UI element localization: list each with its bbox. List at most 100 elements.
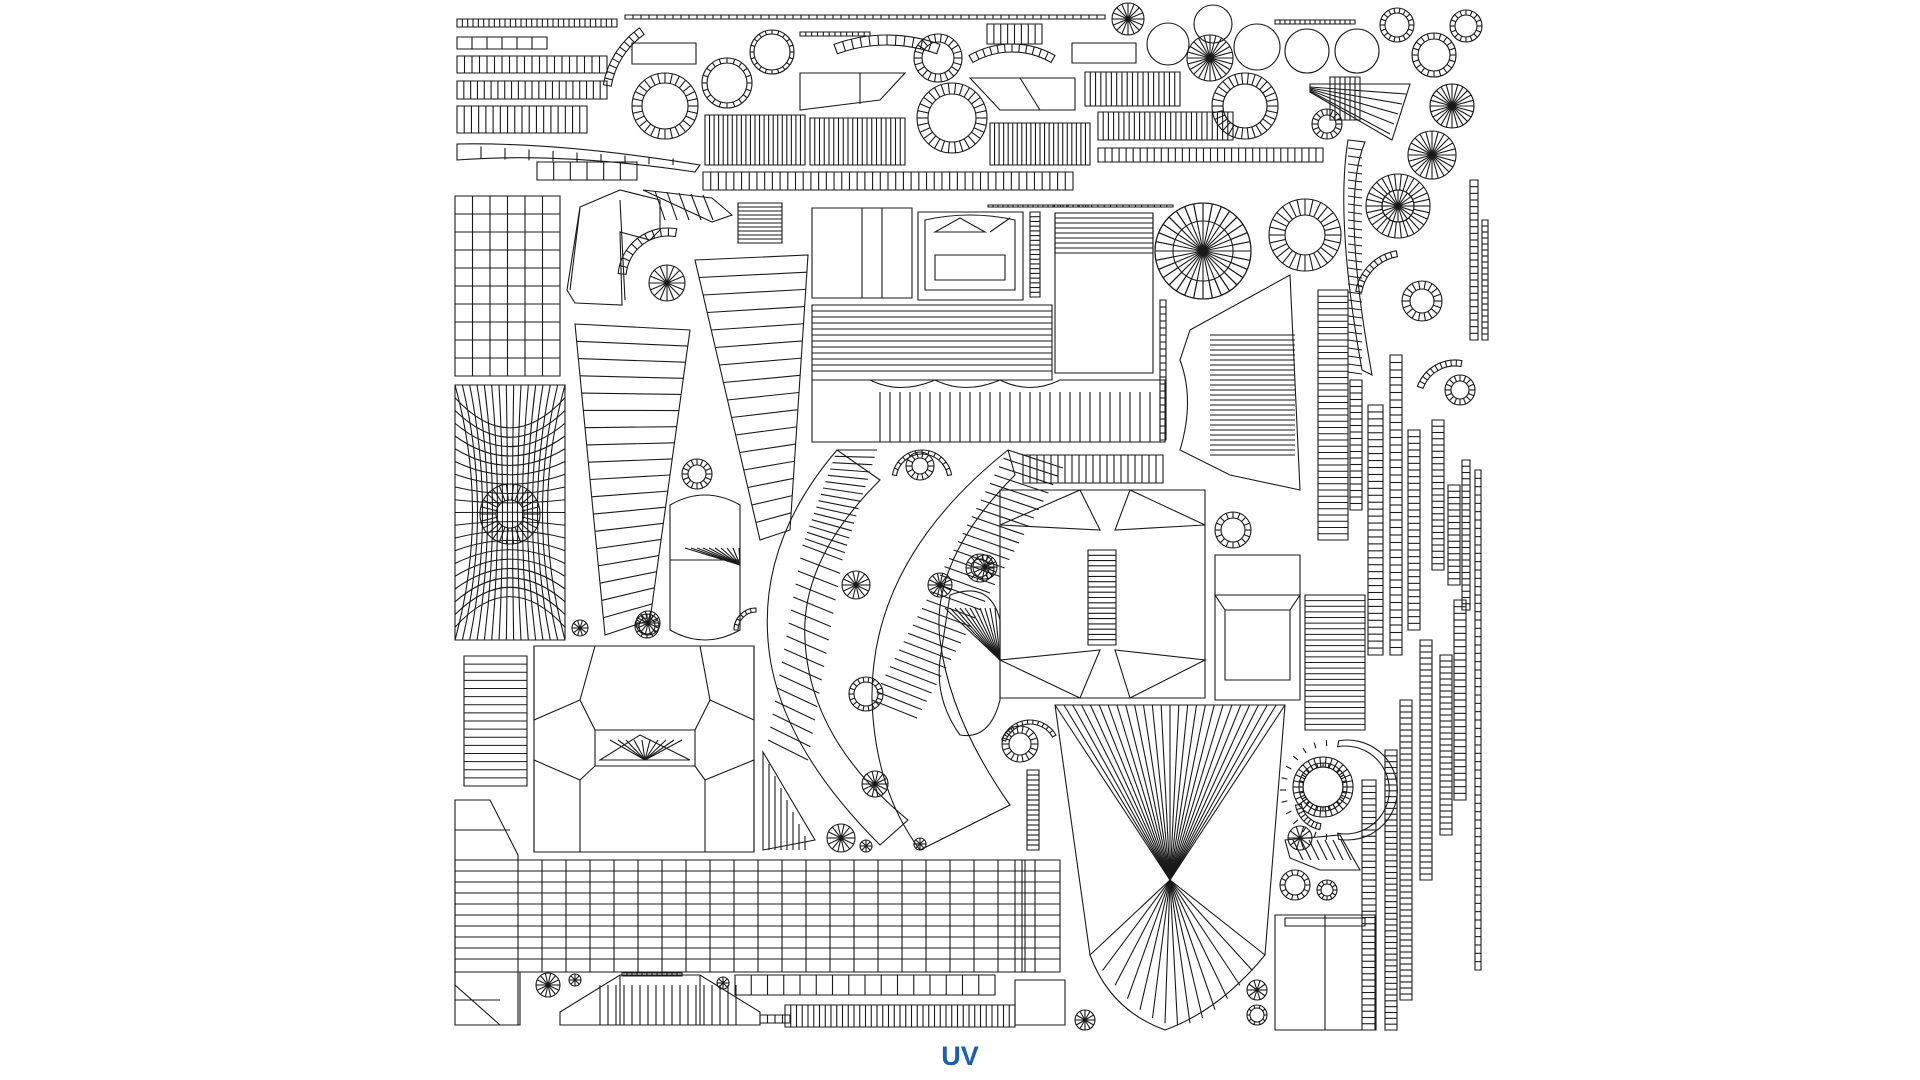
diagram-caption: UV <box>941 1041 979 1071</box>
uv-strip-horizontal <box>632 43 696 64</box>
uv-arc-island <box>603 28 644 86</box>
uv-strip-vertical <box>1408 430 1420 630</box>
uv-strip-vertical <box>1368 405 1383 655</box>
uv-fan-island <box>862 771 888 797</box>
uv-strip-vertical <box>1475 470 1481 970</box>
uv-arc-island <box>1002 720 1056 741</box>
uv-ring-island <box>702 58 752 108</box>
uv-ring-island <box>632 73 698 139</box>
uv-strip-horizontal <box>1275 20 1355 24</box>
uv-strip-horizontal <box>1098 148 1323 162</box>
uv-curved-ramp-island <box>767 450 908 845</box>
uv-big-fan-island <box>1055 705 1285 1030</box>
uv-long-strip-island <box>1344 140 1372 375</box>
uv-strip-horizontal <box>1015 980 1065 1025</box>
uv-arc-island <box>734 608 756 630</box>
uv-strip-vertical <box>1385 750 1397 1030</box>
uv-ramp-island <box>560 975 760 1025</box>
uv-panel-island <box>812 208 912 298</box>
uv-strip-horizontal <box>800 32 870 36</box>
uv-strip-vertical <box>464 656 527 786</box>
uv-strip-vertical <box>1440 655 1452 835</box>
uv-panel-island <box>970 78 1075 110</box>
uv-strip-vertical <box>1362 780 1376 1030</box>
uv-strip-vertical <box>1482 220 1488 340</box>
uv-strip-horizontal <box>457 106 587 133</box>
uv-ring-island <box>480 484 540 544</box>
uv-strip-vertical <box>1400 700 1412 1000</box>
uv-strip-vertical <box>1432 420 1444 570</box>
uv-strip-vertical <box>1030 212 1040 297</box>
uv-strip-horizontal <box>705 115 805 165</box>
uv-strip-horizontal <box>1072 43 1136 63</box>
uv-strip-vertical <box>1454 600 1466 800</box>
uv-panel-island <box>1215 555 1300 700</box>
uv-fan-island <box>1382 190 1414 222</box>
uv-arc-island <box>1417 360 1462 388</box>
uv-ring-island <box>1317 880 1337 900</box>
uv-panel-island <box>812 311 1052 371</box>
uv-strip-horizontal <box>1098 112 1233 140</box>
uv-strip-vertical <box>1305 595 1365 730</box>
uv-ring-island <box>1299 763 1347 811</box>
uv-ring-island <box>750 30 794 74</box>
uv-bracket-island <box>1285 835 1360 870</box>
uv-fan-island <box>842 571 870 599</box>
uv-fan-island <box>572 620 588 636</box>
uv-ring-island <box>1247 1005 1267 1025</box>
uv-fan-island <box>536 973 560 997</box>
uv-disc-island <box>1194 5 1232 43</box>
uv-grid-island <box>455 196 560 376</box>
uv-strip-vertical <box>1160 300 1166 440</box>
uv-ring-island <box>914 34 962 82</box>
uv-strip-horizontal <box>537 162 637 180</box>
uv-disc-island <box>1234 24 1280 70</box>
uv-strip-horizontal <box>1048 205 1173 207</box>
uv-panel-island <box>1180 275 1300 490</box>
uv-ring-island <box>1380 8 1414 42</box>
uv-fan-island <box>928 573 952 597</box>
uv-islands <box>455 3 1488 1030</box>
uv-fan-island <box>649 265 685 301</box>
uv-ring-island <box>1445 375 1475 405</box>
uv-strip-vertical <box>1350 380 1362 510</box>
uv-ring-island <box>1280 870 1310 900</box>
uv-fan-island <box>860 840 872 852</box>
uv-fan-island <box>827 824 855 852</box>
uv-strip-vertical <box>738 203 782 243</box>
uv-panel-island <box>575 324 690 635</box>
uv-strip-horizontal <box>785 1005 1015 1027</box>
uv-ring-island <box>849 677 883 711</box>
uv-panel-island <box>643 190 732 222</box>
uv-fan-island <box>1247 980 1267 1000</box>
uv-fan-island <box>1408 131 1456 179</box>
uv-panel-island <box>695 255 808 540</box>
uv-fan-island <box>914 838 926 850</box>
uv-strip-vertical <box>1420 640 1432 880</box>
uv-canopy-island <box>1000 490 1205 698</box>
uv-fan-island <box>1075 1010 1095 1030</box>
uv-dome-island <box>939 591 1000 736</box>
uv-fan-island <box>569 974 581 986</box>
uv-panel-island <box>455 385 565 640</box>
uv-strip-horizontal <box>457 19 617 27</box>
uv-long-grid-island <box>455 800 1060 1025</box>
uv-strip-vertical <box>1390 355 1402 655</box>
uv-arc-island <box>618 228 676 274</box>
uv-canopy-island <box>918 212 1023 300</box>
uv-fan-island <box>1187 35 1233 81</box>
uv-strip-horizontal <box>1023 455 1163 483</box>
uv-strip-horizontal <box>735 975 995 995</box>
uv-ring-island <box>1215 512 1251 548</box>
uv-panel-island <box>800 73 905 110</box>
uv-ring-island <box>635 614 659 638</box>
uv-strip-horizontal <box>990 123 1090 165</box>
uv-fan-island <box>1112 3 1144 35</box>
uv-strip-vertical <box>1088 550 1116 645</box>
uv-strip-vertical <box>1448 485 1460 585</box>
uv-strip-horizontal <box>810 118 905 165</box>
uv-fan-island <box>717 977 729 989</box>
uv-ring-island <box>1002 726 1038 762</box>
uv-strip-horizontal <box>1085 72 1180 106</box>
uv-arc-island <box>1295 804 1320 829</box>
